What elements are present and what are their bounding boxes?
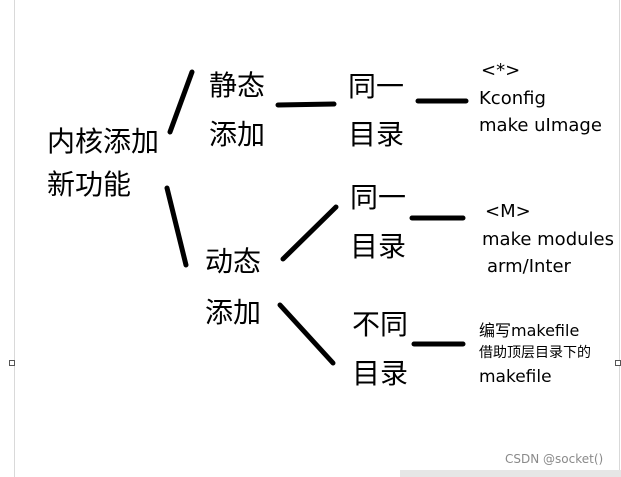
watermark: CSDN @socket() xyxy=(505,452,604,466)
root-node-line-1: 内核添加 xyxy=(47,125,160,158)
static-same-dir-line-2: 目录 xyxy=(348,118,405,151)
root-node-line-2: 新功能 xyxy=(47,168,132,201)
dynamic-add-line-1: 动态 xyxy=(205,245,262,278)
static-add-line-1: 静态 xyxy=(209,69,266,102)
left-resize-handle[interactable] xyxy=(9,360,15,366)
dynamic-same-dir-note-3: arm/Inter xyxy=(487,256,571,278)
dynamic-diff-dir-note-2: 借助顶层目录下的 xyxy=(479,345,591,361)
dynamic-diff-dir-node: 不同 目录 xyxy=(352,307,408,391)
root-node: 内核添加 新功能 xyxy=(47,124,159,202)
dynamic-add-node: 动态 添加 xyxy=(205,244,261,330)
static-same-dir-node: 同一 目录 xyxy=(348,69,404,152)
connector-dynamic-to-diff-dir xyxy=(277,302,336,366)
connector-root-to-dynamic xyxy=(164,185,189,268)
drawing-canvas xyxy=(14,0,620,477)
dynamic-same-dir-node: 同一 目录 xyxy=(350,180,406,264)
dynamic-same-dir-line-2: 目录 xyxy=(350,230,407,263)
dynamic-same-dir-notes: <M> make modules arm/Inter xyxy=(482,201,614,278)
static-note-3: make uImage xyxy=(479,115,602,137)
dynamic-diff-dir-line-2: 目录 xyxy=(352,357,409,390)
static-add-line-2: 添加 xyxy=(209,118,266,151)
dynamic-same-dir-note-2: make modules xyxy=(482,228,614,250)
static-same-dir-line-1: 同一 xyxy=(348,70,405,103)
static-notes: <*> Kconfig make uImage xyxy=(479,60,602,137)
connector-root-to-static xyxy=(167,69,195,135)
dynamic-diff-dir-note-3: makefile xyxy=(479,366,552,387)
dynamic-diff-dir-line-1: 不同 xyxy=(352,308,409,341)
dynamic-same-dir-line-1: 同一 xyxy=(350,181,407,214)
static-add-node: 静态 添加 xyxy=(209,68,265,152)
connector-dynamic-to-same-dir xyxy=(280,204,339,262)
dynamic-same-dir-note-1: <M> xyxy=(485,201,531,222)
static-note-1: <*> xyxy=(481,60,521,81)
dynamic-add-line-2: 添加 xyxy=(205,296,262,329)
static-note-2: Kconfig xyxy=(479,87,546,109)
bottom-edge-strip xyxy=(400,470,621,477)
dynamic-diff-dir-note-1: 编写makefile xyxy=(479,321,580,340)
connector-static-to-same-dir xyxy=(275,101,337,108)
dynamic-diff-dir-notes: 编写makefile 借助顶层目录下的 makefile xyxy=(479,321,591,388)
